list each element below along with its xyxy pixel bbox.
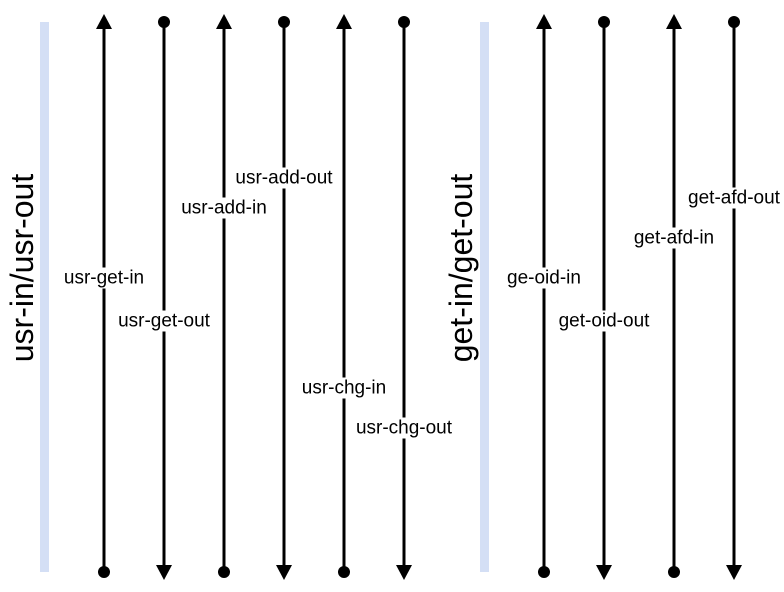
line-usr-chg-in: usr-chg-in: [299, 14, 389, 578]
line-label-background: [61, 267, 147, 289]
line-label-background: [179, 197, 269, 219]
origin-dot-icon: [668, 566, 680, 578]
line-label: get-oid-out: [559, 311, 651, 332]
line-label: usr-get-out: [118, 311, 211, 332]
line-usr-add-in: usr-add-in: [179, 14, 269, 578]
group-title-get: get-in/get-out: [443, 174, 479, 363]
arrow-head-icon: [596, 565, 612, 580]
line-label-background: [353, 417, 455, 439]
line-label-background: [505, 267, 583, 289]
line-get-afd-in: get-afd-in: [631, 14, 717, 578]
line-usr-get-in: usr-get-in: [61, 14, 147, 578]
origin-dot-icon: [728, 16, 740, 28]
line-label-background: [631, 227, 717, 249]
arrow-head-icon: [726, 565, 742, 580]
line-get-oid-out: get-oid-out: [556, 16, 653, 580]
group-get: get-in/get-out: [443, 22, 489, 572]
arrow-head-icon: [666, 14, 682, 29]
line-label: get-afd-in: [634, 228, 714, 249]
line-label: usr-chg-out: [356, 418, 453, 439]
origin-dot-icon: [278, 16, 290, 28]
arrow-head-icon: [396, 565, 412, 580]
line-label: get-afd-out: [688, 188, 781, 209]
origin-dot-icon: [538, 566, 550, 578]
group-bar-get: [480, 22, 489, 572]
line-label-background: [686, 187, 783, 209]
line-label-background: [116, 310, 213, 332]
line-label-background: [556, 310, 653, 332]
line-label-background: [299, 377, 389, 399]
group-title-usr: usr-in/usr-out: [4, 174, 40, 363]
origin-dot-icon: [398, 16, 410, 28]
line-usr-chg-out: usr-chg-out: [353, 16, 455, 580]
origin-dot-icon: [338, 566, 350, 578]
arrow-head-icon: [276, 565, 292, 580]
line-ge-oid-in: ge-oid-in: [505, 14, 583, 578]
line-label-background: [233, 167, 336, 189]
group-bar-usr: [40, 22, 49, 572]
arrow-head-icon: [216, 14, 232, 29]
origin-dot-icon: [598, 16, 610, 28]
line-get-afd-out: get-afd-out: [686, 16, 783, 580]
line-usr-add-out: usr-add-out: [233, 16, 336, 580]
line-label: usr-add-in: [181, 198, 267, 219]
line-label: usr-get-in: [64, 268, 144, 289]
arrow-head-icon: [156, 565, 172, 580]
origin-dot-icon: [158, 16, 170, 28]
lines-layer: usr-get-in usr-get-out usr-add-in usr-ad…: [61, 14, 783, 580]
line-label: ge-oid-in: [507, 268, 581, 289]
arrow-head-icon: [336, 14, 352, 29]
line-label: usr-chg-in: [302, 378, 386, 399]
arrow-head-icon: [96, 14, 112, 29]
arrow-head-icon: [536, 14, 552, 29]
line-usr-get-out: usr-get-out: [116, 16, 213, 580]
origin-dot-icon: [98, 566, 110, 578]
origin-dot-icon: [218, 566, 230, 578]
group-usr: usr-in/usr-out: [4, 22, 49, 572]
line-label: usr-add-out: [235, 168, 333, 189]
